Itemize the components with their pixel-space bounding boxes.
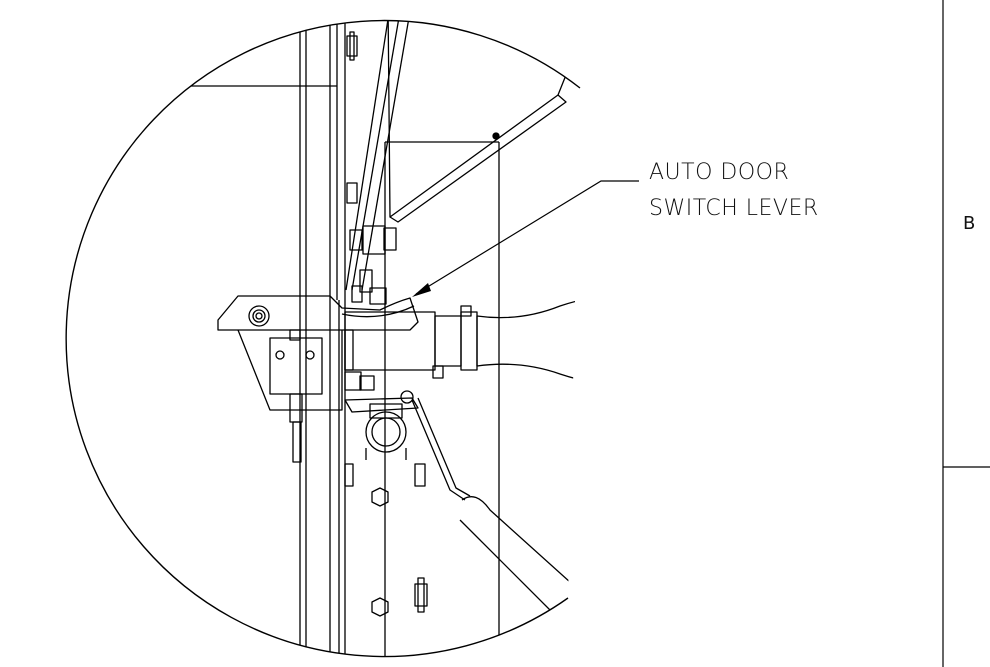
callout-label-line-2: SWITCH LEVER	[649, 196, 819, 221]
zone-label: B	[963, 213, 976, 234]
detail-circle-boundary	[65, 19, 581, 658]
callout-leader-line	[415, 180, 639, 295]
clipped-machine-parts	[140, 20, 581, 657]
callout-arrowhead	[412, 283, 431, 297]
callout-label-line-1: AUTO DOOR	[649, 160, 790, 185]
